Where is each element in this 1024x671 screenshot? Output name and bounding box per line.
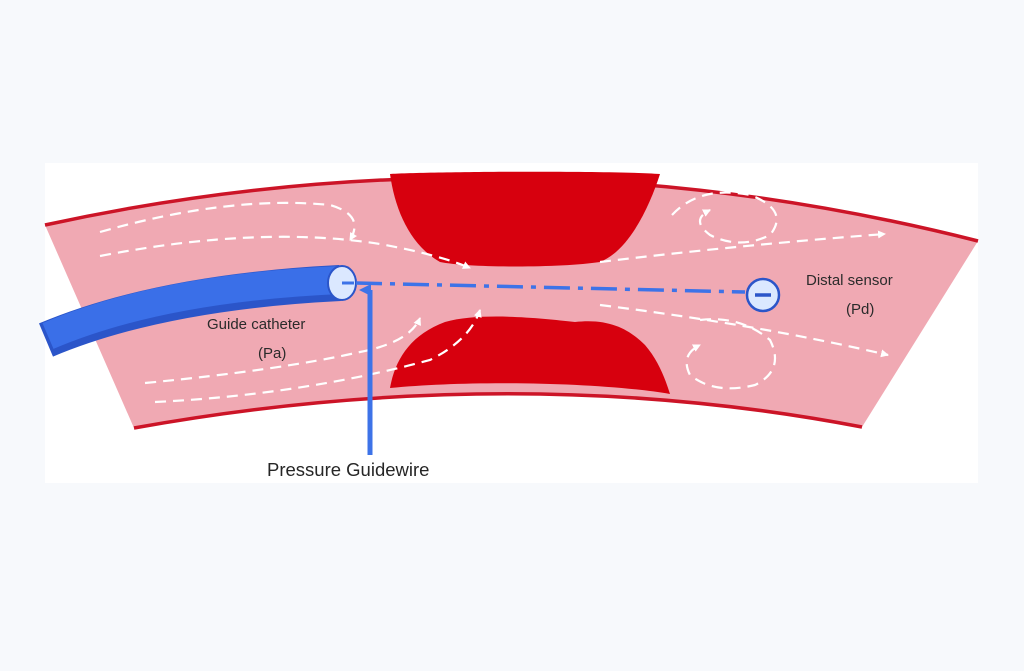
flow-arrow-icon bbox=[99, 201, 358, 241]
pressure-guidewire-label: Pressure Guidewire bbox=[267, 459, 430, 480]
flow-arrows bbox=[99, 191, 889, 404]
plaque-bottom bbox=[390, 316, 670, 394]
guide-catheter-body bbox=[42, 266, 341, 349]
flow-arrow-icon bbox=[99, 235, 471, 270]
vessel-wall-bottom bbox=[133, 392, 863, 430]
flow-arrow-icon bbox=[685, 318, 777, 390]
plaque-top bbox=[390, 171, 660, 267]
vessel-lumen bbox=[45, 177, 978, 428]
flow-arrow-icon bbox=[599, 230, 886, 264]
distal-sensor-label: Distal sensor bbox=[806, 272, 893, 289]
flow-arrow-icon bbox=[144, 317, 422, 385]
flow-arrow-icon bbox=[599, 303, 889, 358]
pa-label: (Pa) bbox=[258, 345, 287, 362]
pd-label: (Pd) bbox=[846, 301, 875, 318]
guidewire-line bbox=[355, 281, 746, 294]
guide-catheter-label: Guide catheter bbox=[207, 316, 306, 333]
